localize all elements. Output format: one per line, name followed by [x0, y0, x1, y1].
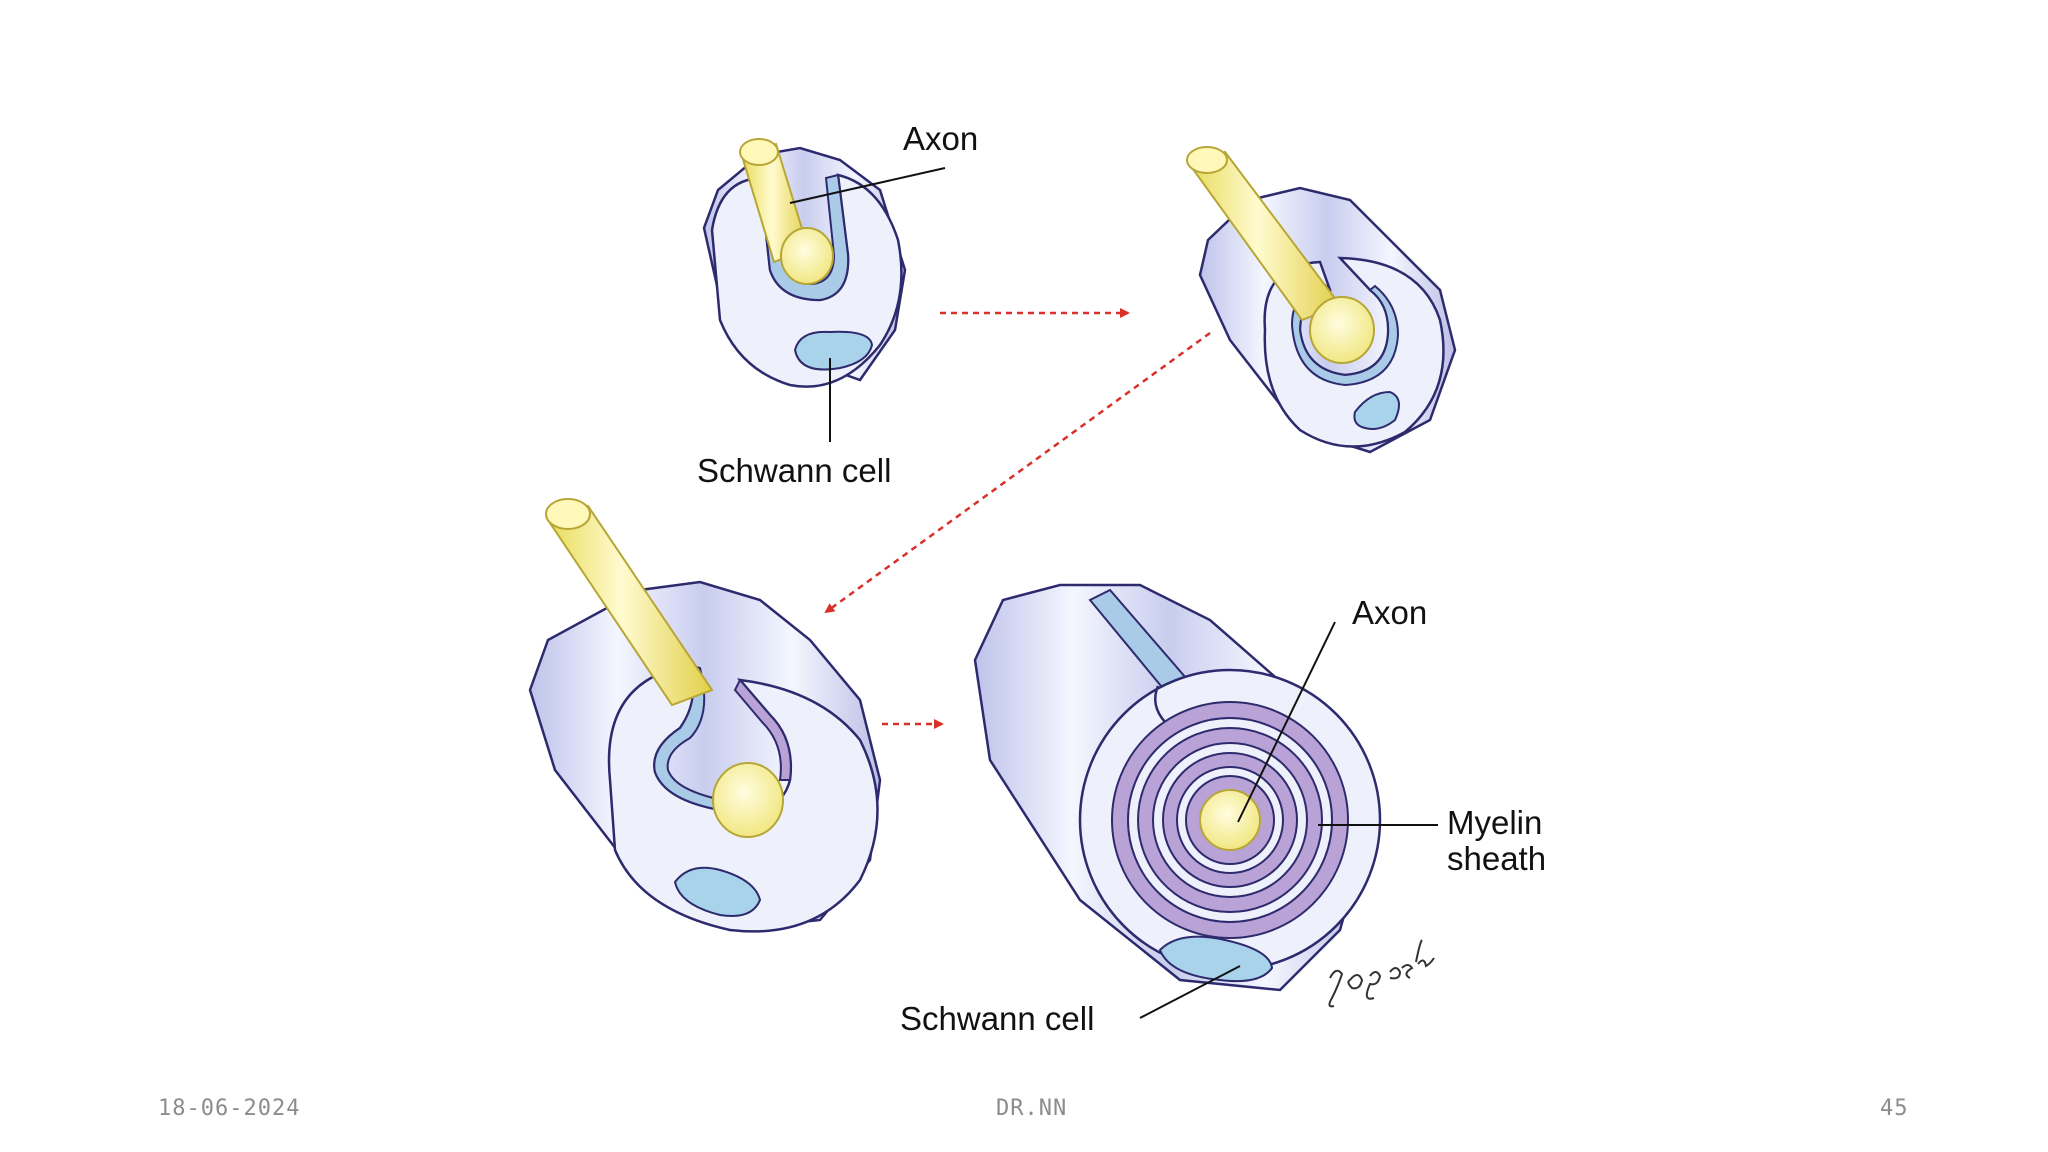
leader-axon-top: [789, 167, 946, 204]
label-schwann-cell-bottom: Schwann cell: [900, 1000, 1094, 1037]
stage-2-schwann-cell: [1186, 146, 1457, 454]
footer-page-number: 45: [1880, 1096, 1909, 1121]
label-schwann-cell-top: Schwann cell: [697, 452, 891, 489]
label-axon-top: Axon: [903, 120, 978, 157]
label-axon-bottom: Axon: [1352, 594, 1427, 631]
label-myelin-sheath-line1: Myelin: [1447, 804, 1542, 841]
stage-1-schwann-cell: [702, 138, 907, 388]
arrow-stage2-to-stage3: [824, 331, 1211, 614]
progression-arrows: [824, 308, 1211, 729]
stage-3-schwann-cell: [528, 498, 882, 933]
leader-schwann-bottom: [1139, 965, 1241, 1019]
leader-lines: [789, 167, 1438, 1019]
stage-4-myelinated-axon: [973, 583, 1382, 992]
leader-axon-bottom: [1237, 621, 1336, 823]
artist-signature: [1328, 939, 1435, 1008]
footer-date: 18-06-2024: [158, 1096, 301, 1121]
footer-author: DR.NN: [996, 1096, 1068, 1121]
label-myelin-sheath-line2: sheath: [1447, 840, 1546, 877]
